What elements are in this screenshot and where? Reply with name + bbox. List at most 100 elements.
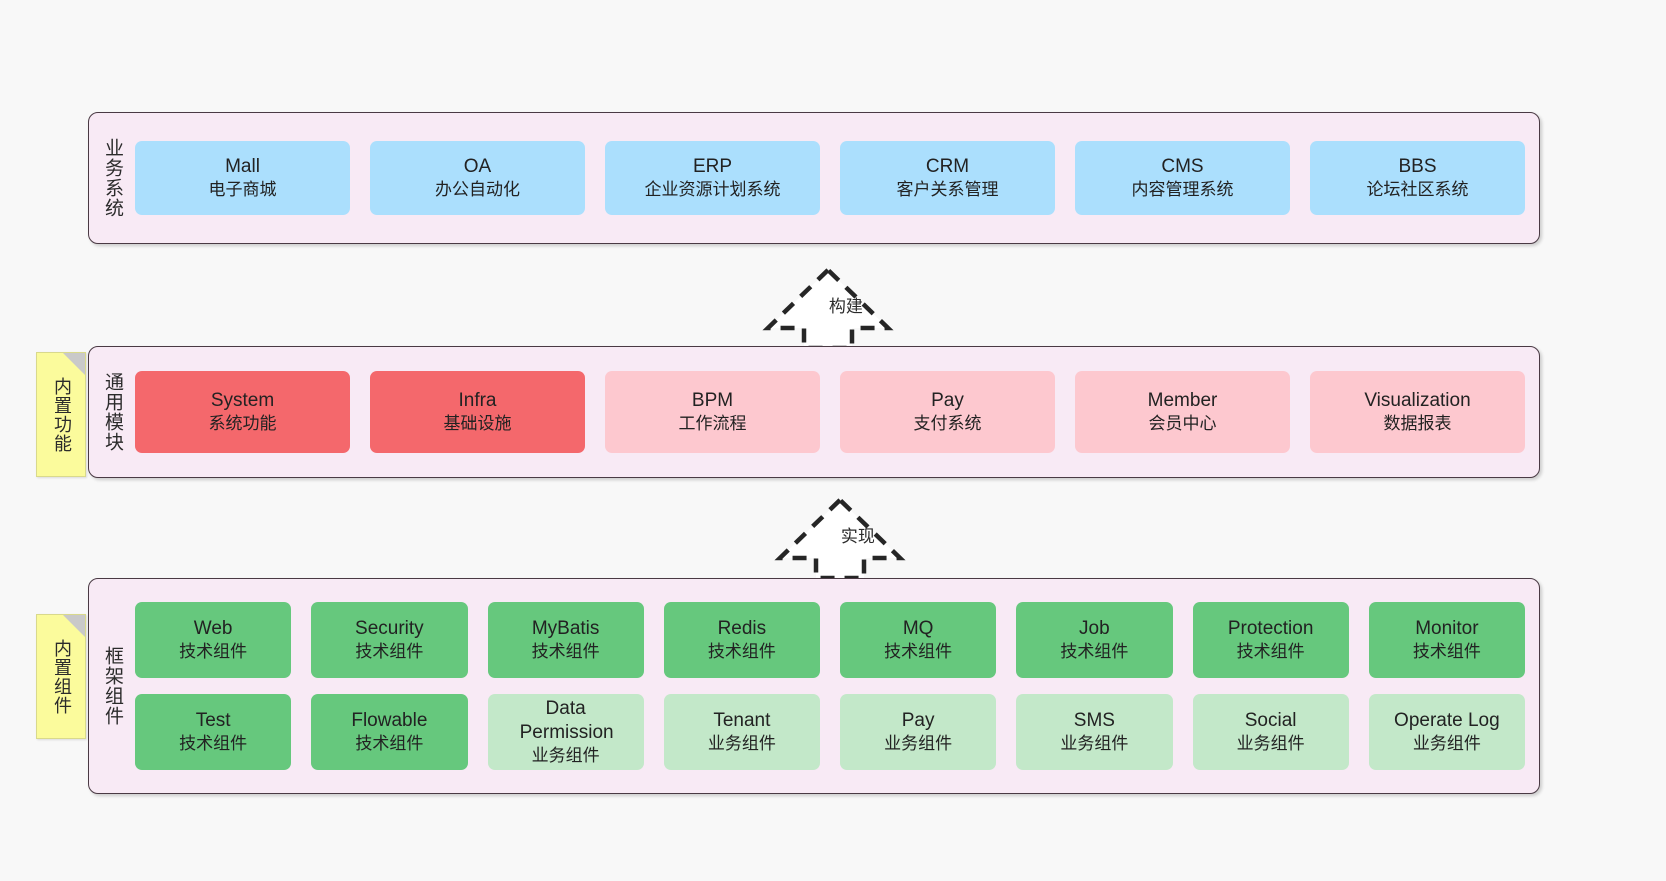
- layer-body-business-system: Mall 电子商城 OA 办公自动化 ERP 企业资源计划系统 CRM 客户关系…: [135, 113, 1539, 243]
- card-subtitle: 办公自动化: [435, 180, 520, 200]
- card-row: Test 技术组件 Flowable 技术组件 Data Permission …: [135, 694, 1525, 770]
- card-title: BBS: [1398, 155, 1437, 177]
- card-web[interactable]: Web 技术组件: [135, 602, 292, 678]
- card-subtitle: 企业资源计划系统: [644, 180, 781, 200]
- layer-body-framework-component: Web 技术组件 Security 技术组件 MyBatis 技术组件 Redi…: [135, 579, 1539, 793]
- connector-build: 构建: [760, 262, 910, 351]
- card-subtitle: 业务组件: [531, 746, 600, 766]
- card-row: Web 技术组件 Security 技术组件 MyBatis 技术组件 Redi…: [135, 602, 1525, 678]
- card-subtitle: 技术组件: [884, 642, 953, 662]
- card-subtitle: 客户关系管理: [896, 180, 999, 200]
- card-social[interactable]: Social 业务组件: [1192, 694, 1349, 770]
- card-bpm[interactable]: BPM 工作流程: [605, 371, 820, 453]
- card-protection[interactable]: Protection 技术组件: [1192, 602, 1349, 678]
- card-tenant[interactable]: Tenant 业务组件: [663, 694, 820, 770]
- card-title: System: [210, 389, 275, 411]
- connector-implement: 实现: [772, 492, 922, 581]
- card-subtitle: 论坛社区系统: [1366, 180, 1469, 200]
- card-title: Visualization: [1364, 389, 1471, 411]
- card-member[interactable]: Member 会员中心: [1075, 371, 1290, 453]
- card-subtitle: 系统功能: [208, 414, 277, 434]
- card-title: Test: [195, 709, 231, 731]
- card-subtitle: 业务组件: [1412, 734, 1481, 754]
- card-subtitle: 业务组件: [707, 734, 776, 754]
- card-monitor[interactable]: Monitor 技术组件: [1368, 602, 1525, 678]
- connector-implement-label: 实现: [840, 527, 875, 546]
- card-subtitle: 技术组件: [179, 734, 248, 754]
- card-title: Data Permission: [519, 697, 614, 744]
- card-title: Job: [1079, 617, 1110, 639]
- card-title: Pay: [931, 389, 964, 411]
- card-title: Mall: [225, 155, 260, 177]
- card-pay-component[interactable]: Pay 业务组件: [840, 694, 997, 770]
- card-subtitle: 技术组件: [531, 642, 600, 662]
- card-crm[interactable]: CRM 客户关系管理: [840, 141, 1055, 215]
- layer-body-common-module: System 系统功能 Infra 基础设施 BPM 工作流程 Pay 支付系统…: [135, 347, 1539, 477]
- card-mq[interactable]: MQ 技术组件: [840, 602, 997, 678]
- card-subtitle: 工作流程: [678, 414, 747, 434]
- card-oa[interactable]: OA 办公自动化: [370, 141, 585, 215]
- card-erp[interactable]: ERP 企业资源计划系统: [605, 141, 820, 215]
- card-subtitle: 技术组件: [707, 642, 776, 662]
- card-operate-log[interactable]: Operate Log 业务组件: [1368, 694, 1525, 770]
- card-title: Monitor: [1415, 617, 1479, 639]
- sticky-note-builtin-component: 内置组件: [36, 614, 86, 739]
- card-title: SMS: [1073, 709, 1115, 731]
- layer-label-framework-component: 框架组件: [101, 646, 123, 726]
- layer-label-common-module: 通用模块: [101, 372, 123, 452]
- layer-business-system: 业务系统 Mall 电子商城 OA 办公自动化 ERP 企业资源计划系统 CRM…: [88, 112, 1540, 244]
- card-title: Pay: [901, 709, 935, 731]
- card-title: Member: [1147, 389, 1218, 411]
- card-bbs[interactable]: BBS 论坛社区系统: [1310, 141, 1525, 215]
- card-title: Protection: [1227, 617, 1314, 639]
- card-cms[interactable]: CMS 内容管理系统: [1075, 141, 1290, 215]
- dashed-hollow-arrow-up-icon: [774, 496, 906, 581]
- card-infra[interactable]: Infra 基础设施: [370, 371, 585, 453]
- dashed-hollow-arrow-up-icon: [762, 266, 894, 351]
- card-job[interactable]: Job 技术组件: [1016, 602, 1173, 678]
- sticky-note-builtin-function: 内置功能: [36, 352, 86, 477]
- card-subtitle: 技术组件: [1412, 642, 1481, 662]
- sticky-note-label: 内置组件: [51, 638, 72, 715]
- sticky-note-label: 内置功能: [51, 376, 72, 453]
- card-subtitle: 业务组件: [1236, 734, 1305, 754]
- card-row: System 系统功能 Infra 基础设施 BPM 工作流程 Pay 支付系统…: [135, 371, 1525, 453]
- card-title: BPM: [691, 389, 734, 411]
- card-mall[interactable]: Mall 电子商城: [135, 141, 350, 215]
- card-subtitle: 技术组件: [1060, 642, 1129, 662]
- card-subtitle: 业务组件: [884, 734, 953, 754]
- card-security[interactable]: Security 技术组件: [311, 602, 468, 678]
- card-title: CMS: [1161, 155, 1204, 177]
- card-title: ERP: [692, 155, 733, 177]
- card-test[interactable]: Test 技术组件: [135, 694, 292, 770]
- card-title: OA: [463, 155, 492, 177]
- card-title: Social: [1244, 709, 1297, 731]
- card-title: Tenant: [713, 709, 771, 731]
- card-subtitle: 内容管理系统: [1131, 180, 1234, 200]
- card-sms[interactable]: SMS 业务组件: [1016, 694, 1173, 770]
- connector-build-label: 构建: [828, 297, 863, 316]
- card-title: Infra: [458, 389, 497, 411]
- card-title: Security: [355, 617, 424, 639]
- card-system[interactable]: System 系统功能: [135, 371, 350, 453]
- card-data-permission[interactable]: Data Permission 业务组件: [487, 694, 644, 770]
- card-subtitle: 技术组件: [179, 642, 248, 662]
- card-subtitle: 数据报表: [1383, 414, 1452, 434]
- card-subtitle: 基础设施: [443, 414, 512, 434]
- card-mybatis[interactable]: MyBatis 技术组件: [487, 602, 644, 678]
- card-subtitle: 支付系统: [913, 414, 982, 434]
- card-title: Web: [193, 617, 233, 639]
- page-fold-icon: [63, 353, 85, 375]
- layer-common-module: 通用模块 System 系统功能 Infra 基础设施 BPM 工作流程 Pay…: [88, 346, 1540, 478]
- card-title: Redis: [717, 617, 767, 639]
- card-redis[interactable]: Redis 技术组件: [663, 602, 820, 678]
- card-subtitle: 业务组件: [1060, 734, 1129, 754]
- card-subtitle: 技术组件: [355, 642, 424, 662]
- card-visualization[interactable]: Visualization 数据报表: [1310, 371, 1525, 453]
- card-flowable[interactable]: Flowable 技术组件: [311, 694, 468, 770]
- card-row: Mall 电子商城 OA 办公自动化 ERP 企业资源计划系统 CRM 客户关系…: [135, 141, 1525, 215]
- card-subtitle: 技术组件: [1236, 642, 1305, 662]
- page-fold-icon: [63, 615, 85, 637]
- card-pay-module[interactable]: Pay 支付系统: [840, 371, 1055, 453]
